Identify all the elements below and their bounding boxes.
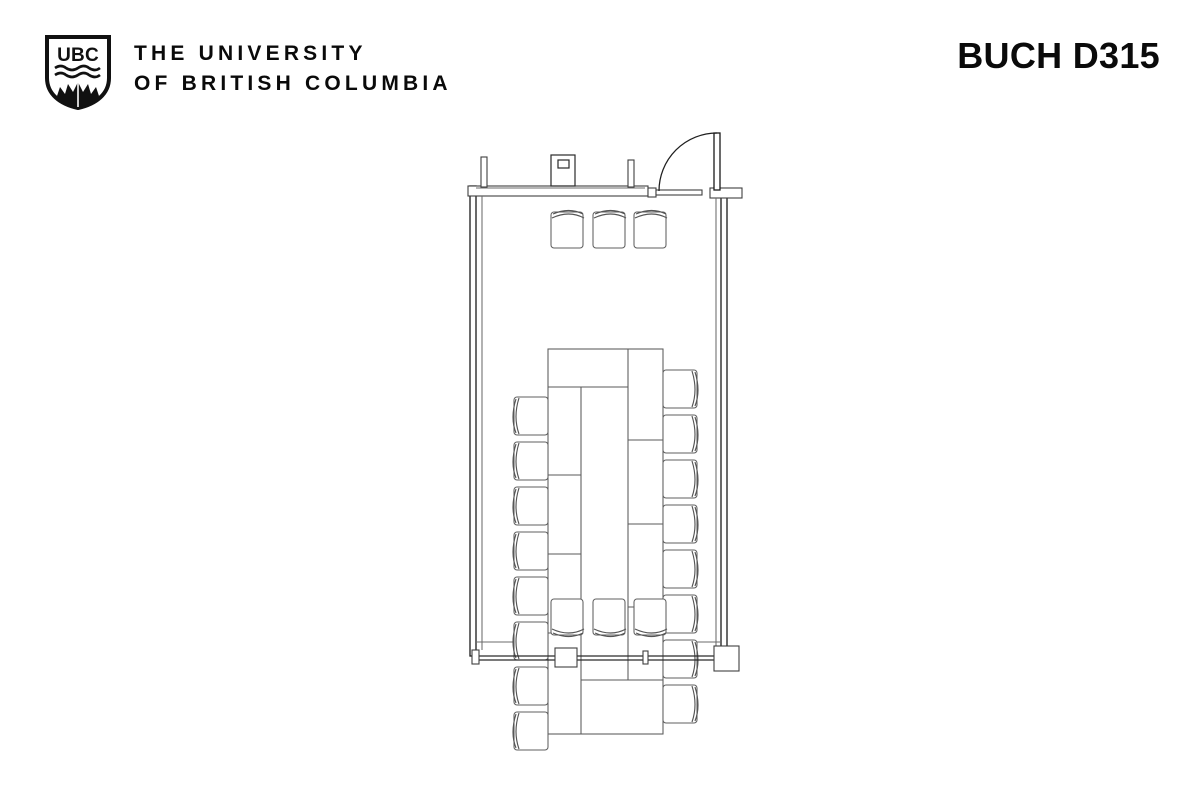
floor-plan-container xyxy=(0,120,1200,800)
chair-seat xyxy=(592,598,627,638)
wall-right xyxy=(720,191,728,657)
svg-text:UBC: UBC xyxy=(57,45,99,66)
door-sill xyxy=(655,189,703,196)
chair-seat xyxy=(512,711,549,751)
wordmark-line-2: OF BRITISH COLUMBIA xyxy=(134,72,452,95)
chair-seat xyxy=(512,396,549,436)
chair-seat xyxy=(512,486,549,526)
door-leaf xyxy=(713,132,721,191)
chair-seat xyxy=(662,414,699,454)
chair-seat xyxy=(550,209,585,249)
conference-table xyxy=(547,348,664,735)
wall-corner-top-right xyxy=(709,187,743,199)
wall-left xyxy=(469,185,477,657)
av-cabinet xyxy=(550,154,576,187)
wordmark-line-1: THE UNIVERSITY xyxy=(134,42,367,65)
chair-seat xyxy=(550,598,585,638)
bottom-window-run xyxy=(471,645,740,672)
wall-stub-right xyxy=(627,159,635,188)
av-cabinet-body xyxy=(550,154,576,187)
chair-seat xyxy=(662,459,699,499)
table-outline xyxy=(547,348,664,735)
ubc-wordmark: THE UNIVERSITY OF BRITISH COLUMBIA xyxy=(134,34,452,94)
page-header: UBC THE UNIVERSITY OF BRITISH COLUMBIA B… xyxy=(0,0,1200,120)
chair-seat xyxy=(662,639,699,679)
room-code-title: BUCH D315 xyxy=(957,35,1160,76)
door-assembly xyxy=(658,132,721,192)
chair-seat xyxy=(662,549,699,589)
floor-plan-drawing xyxy=(467,132,743,751)
column-box-bottom-right xyxy=(713,645,740,672)
mullion-box-center xyxy=(554,647,578,668)
door-swing-arc xyxy=(658,132,718,192)
chair-seat xyxy=(512,666,549,706)
chair-seat xyxy=(662,684,699,724)
chair-seat xyxy=(512,441,549,481)
chair-seat xyxy=(633,598,668,638)
mullion-end-left xyxy=(471,649,480,665)
wall-stub-left xyxy=(480,156,488,188)
chair-seat xyxy=(592,209,627,249)
chair-group-top xyxy=(550,209,668,249)
chair-seat xyxy=(633,209,668,249)
chair-seat xyxy=(512,576,549,616)
chair-seat xyxy=(662,504,699,544)
ubc-crest-icon: UBC xyxy=(45,35,111,110)
chair-group-left xyxy=(512,396,549,751)
chair-seat xyxy=(662,369,699,409)
ubc-brand-lockup: UBC THE UNIVERSITY OF BRITISH COLUMBIA xyxy=(44,34,452,110)
chair-seat xyxy=(512,621,549,661)
chair-group-right xyxy=(662,369,699,724)
chair-seat xyxy=(662,594,699,634)
door-jamb-left xyxy=(647,187,657,198)
chair-seat xyxy=(512,531,549,571)
chair-group-bottom xyxy=(550,598,668,638)
av-cabinet-detail xyxy=(557,159,570,169)
mullion-tick xyxy=(642,650,649,665)
